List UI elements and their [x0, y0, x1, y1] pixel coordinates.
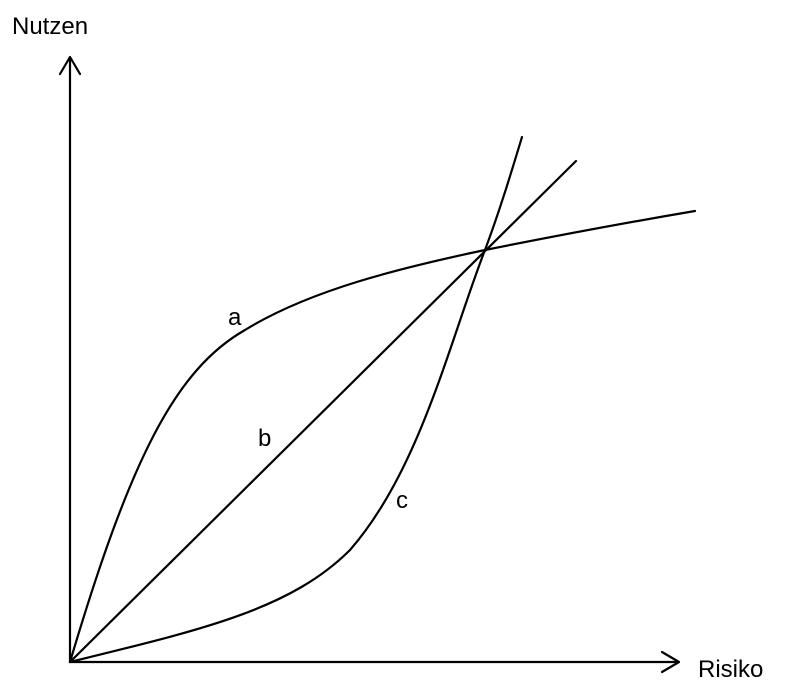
curve-a-label: a — [228, 304, 242, 331]
x-axis-label: Risiko — [698, 656, 763, 682]
curve-a — [68, 209, 697, 664]
curve-c — [68, 135, 524, 664]
x-axis-arrowhead — [660, 650, 681, 674]
curve-b — [68, 159, 578, 664]
curve-b-label: b — [258, 425, 271, 452]
y-axis-arrowhead — [58, 55, 82, 76]
curve-c-label: c — [396, 487, 408, 514]
y-axis-label: Nutzen — [12, 13, 88, 40]
